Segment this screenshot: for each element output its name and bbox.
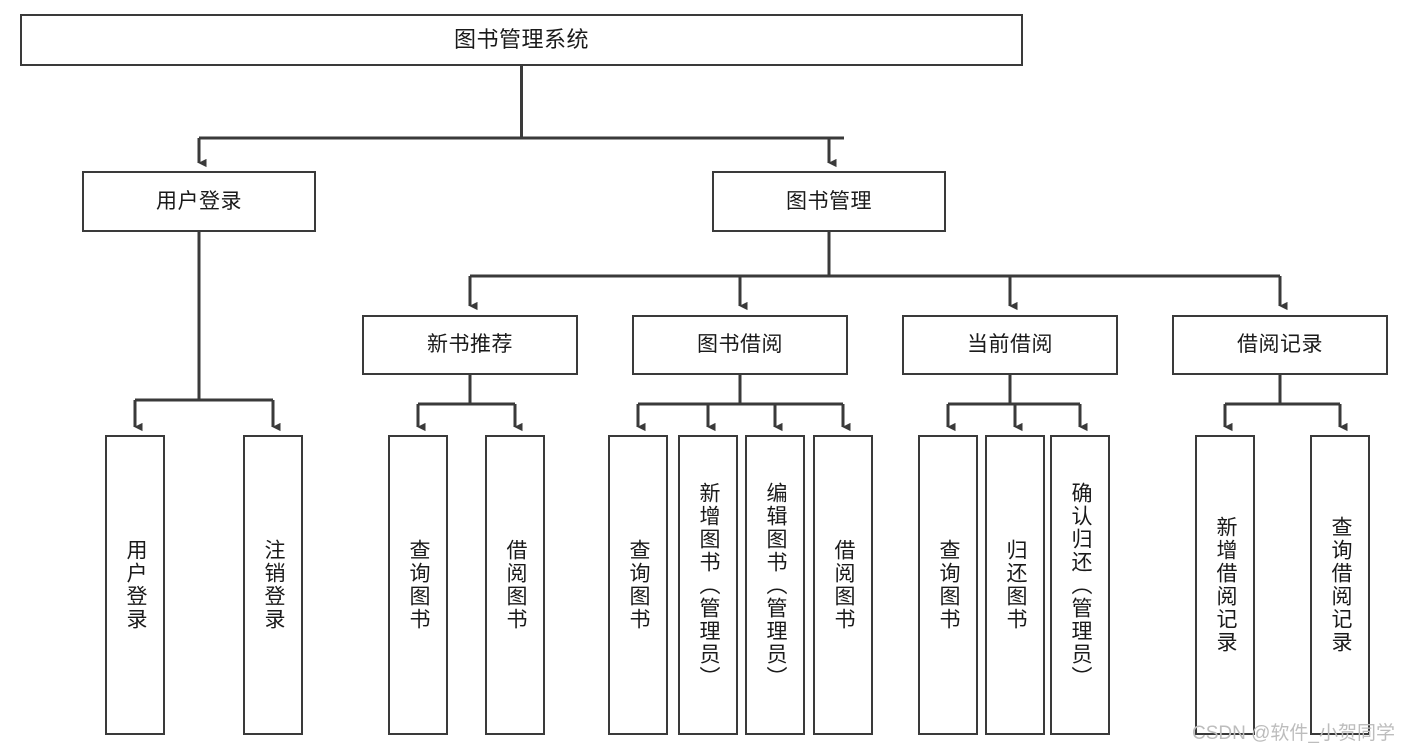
node-leaf-edit-book-label: 编辑图书（管理员） (764, 481, 788, 689)
node-leaf-query-book-3[interactable]: 查询图书 (918, 435, 978, 735)
node-current-borrow[interactable]: 当前借阅 (902, 315, 1118, 375)
node-leaf-return-book[interactable]: 归还图书 (985, 435, 1045, 735)
node-leaf-query-record-label: 查询借阅记录 (1329, 516, 1353, 654)
node-leaf-query-book-1[interactable]: 查询图书 (388, 435, 448, 735)
node-leaf-edit-book[interactable]: 编辑图书（管理员） (745, 435, 805, 735)
node-leaf-add-book-label: 新增图书（管理员） (697, 481, 721, 689)
edges (133, 66, 1348, 432)
node-leaf-query-record[interactable]: 查询借阅记录 (1310, 435, 1370, 735)
node-borrow-record-label: 借阅记录 (1237, 333, 1323, 357)
node-leaf-borrow-book-2-label: 借阅图书 (832, 539, 856, 631)
node-book-manage[interactable]: 图书管理 (712, 171, 946, 232)
node-leaf-user-logout-label: 注销登录 (262, 539, 286, 631)
node-root[interactable]: 图书管理系统 (20, 14, 1023, 66)
node-leaf-user-logout[interactable]: 注销登录 (243, 435, 303, 735)
node-new-book-recommend-label: 新书推荐 (427, 333, 513, 357)
node-book-manage-label: 图书管理 (786, 189, 872, 213)
node-leaf-borrow-book-1[interactable]: 借阅图书 (485, 435, 545, 735)
node-root-label: 图书管理系统 (453, 26, 589, 52)
node-leaf-add-book[interactable]: 新增图书（管理员） (678, 435, 738, 735)
node-borrow-record[interactable]: 借阅记录 (1172, 315, 1388, 375)
node-leaf-query-book-3-label: 查询图书 (937, 539, 961, 631)
node-book-borrow-label: 图书借阅 (697, 333, 783, 357)
node-leaf-return-book-label: 归还图书 (1004, 539, 1028, 631)
node-leaf-user-login[interactable]: 用户登录 (105, 435, 165, 735)
node-leaf-query-book-2[interactable]: 查询图书 (608, 435, 668, 735)
node-leaf-query-book-2-label: 查询图书 (627, 539, 651, 631)
node-leaf-borrow-book-1-label: 借阅图书 (504, 539, 528, 631)
node-leaf-add-record-label: 新增借阅记录 (1214, 516, 1238, 654)
node-leaf-confirm-return-label: 确认归还（管理员） (1069, 481, 1093, 689)
node-leaf-query-book-1-label: 查询图书 (407, 539, 431, 631)
node-leaf-confirm-return[interactable]: 确认归还（管理员） (1050, 435, 1110, 735)
node-user-login-label: 用户登录 (156, 189, 242, 213)
node-leaf-user-login-label: 用户登录 (124, 539, 148, 631)
node-leaf-add-record[interactable]: 新增借阅记录 (1195, 435, 1255, 735)
node-current-borrow-label: 当前借阅 (967, 333, 1053, 357)
node-user-login[interactable]: 用户登录 (82, 171, 316, 232)
node-new-book-recommend[interactable]: 新书推荐 (362, 315, 578, 375)
node-leaf-borrow-book-2[interactable]: 借阅图书 (813, 435, 873, 735)
node-book-borrow[interactable]: 图书借阅 (632, 315, 848, 375)
